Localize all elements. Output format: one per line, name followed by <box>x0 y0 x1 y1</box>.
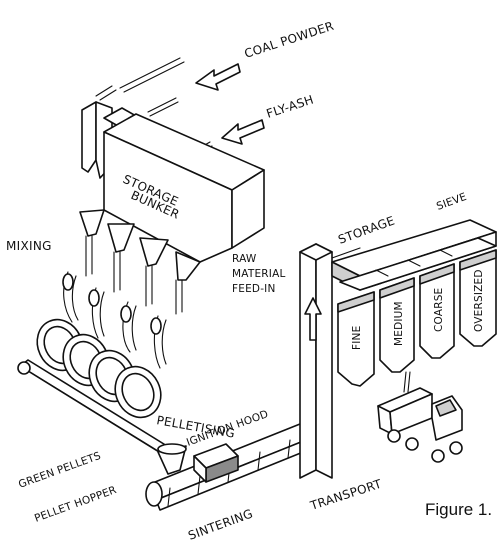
fly-ash-arrow-icon <box>222 120 264 144</box>
bin-label-coarse: COARSE <box>433 288 445 332</box>
figure-caption: Figure 1. <box>425 500 492 519</box>
raw-material-label-2: MATERIAL <box>232 268 286 280</box>
coal-powder-arrow-icon <box>196 64 240 90</box>
bin-label-oversized: OVERSIZED <box>473 269 485 332</box>
bin-label-fine: FINE <box>351 326 363 350</box>
transport-truck <box>378 388 462 462</box>
sieve-label: SIEVE <box>435 191 468 213</box>
mixing-label: MIXING <box>6 239 52 253</box>
raw-material-label-1: RAW <box>232 253 257 265</box>
sintering-label: SINTERING <box>186 506 255 542</box>
pellet-hopper <box>158 444 186 474</box>
fly-ash-label: FLY-ASH <box>265 92 316 120</box>
raw-material-label-3: FEED-IN <box>232 283 276 295</box>
storage-label: STORAGE <box>336 213 396 246</box>
bin-label-medium: MEDIUM <box>393 301 405 346</box>
pelletising-discs <box>29 272 169 425</box>
coal-powder-label: COAL POWDER <box>243 19 336 61</box>
storage-bins: FINE MEDIUM COARSE OVERSIZED <box>332 220 496 392</box>
transport-label: TRANSPORT <box>308 477 384 514</box>
green-pellets-label: GREEN PELLETS <box>17 450 103 491</box>
pellet-hopper-label: PELLET HOPPER <box>33 484 118 525</box>
